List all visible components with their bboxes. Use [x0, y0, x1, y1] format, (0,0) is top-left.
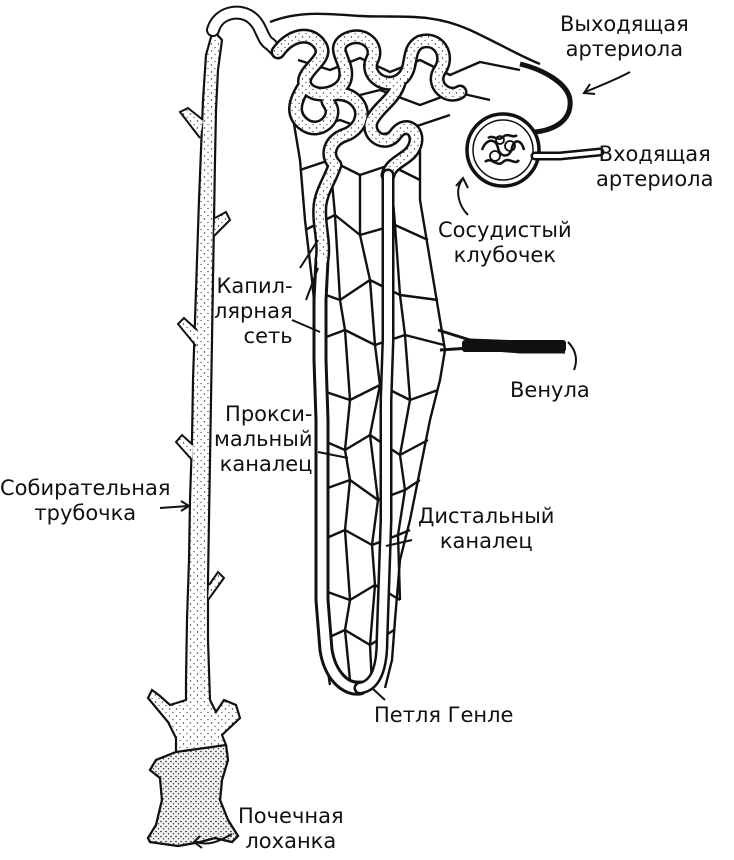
label-collecting-duct: Собирательная трубочка [0, 476, 171, 525]
pointer-efferent-head [582, 83, 596, 95]
pointer-distal [385, 539, 413, 547]
label-renal-pelvis: Почечная лоханка [238, 804, 344, 853]
pointer-lines [159, 71, 631, 849]
renal-pelvis [146, 743, 240, 848]
label-afferent-arteriole: Входящая артериола [596, 142, 714, 191]
efferent-arteriole [514, 61, 573, 137]
pointer-proximal [317, 451, 349, 459]
label-venule: Венула [510, 378, 590, 402]
loop-of-henle [353, 168, 395, 695]
pointer-glomerulus [457, 179, 469, 216]
label-capillary-network: Капил- лярная сеть [214, 274, 293, 348]
pointer-capillary-1 [299, 239, 319, 269]
pointer-pelvis [195, 833, 233, 845]
label-glomerulus: Сосудистый клубочек [438, 218, 572, 267]
label-efferent-arteriole: Выходящая артериола [560, 12, 689, 61]
venule [462, 340, 566, 352]
pointer-capillary-2 [305, 267, 319, 301]
label-loop-of-henle: Петля Генле [374, 703, 514, 727]
pointer-capillary-3 [291, 319, 321, 333]
pointer-venule [567, 341, 577, 371]
glomerulus [465, 112, 541, 188]
label-proximal-tubule: Прокси- мальный каналец [214, 402, 313, 476]
pointer-collecting-head [180, 500, 191, 512]
proximal-tubule [270, 28, 468, 696]
pointer-henle [371, 687, 386, 701]
pointer-collecting [159, 505, 189, 509]
label-distal-tubule: Дистальный каналец [418, 504, 555, 553]
pointer-pelvis-head [192, 835, 203, 849]
pointer-glomerulus-head [455, 176, 469, 189]
pointer-efferent [584, 71, 631, 93]
